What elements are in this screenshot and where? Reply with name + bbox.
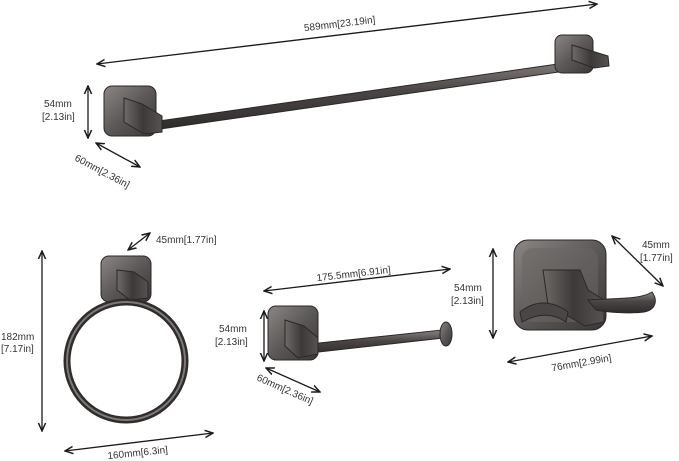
towel-bar-height-mm: 54mm bbox=[44, 99, 72, 110]
paper-holder-end-cap bbox=[439, 321, 453, 347]
robe-hook: 54mm [2.13in] 45mm [1.77in] 76mm[2.99in] bbox=[451, 236, 673, 374]
towel-bar-depth-arrow bbox=[96, 143, 140, 167]
towel-bar-height-in: [2.13in] bbox=[42, 112, 75, 123]
towel-ring-height-in: [7.17in] bbox=[1, 344, 34, 355]
towel-bar: 589mm[23.19in] 54mm [2.13in] 60mm[2.36in… bbox=[42, 4, 610, 191]
towel-ring: 45mm[1.77in] 182mm [7.17in] 160mm[6.3in] bbox=[1, 233, 217, 461]
robe-hook-upper-arm bbox=[587, 291, 656, 314]
paper-holder: 175.5mm[6.91in] 54mm [2.13in] 60mm[2.36i… bbox=[215, 265, 453, 408]
paper-holder-depth-arrow bbox=[266, 368, 320, 392]
towel-bar-left-bracket bbox=[123, 97, 163, 135]
towel-bar-right-bracket bbox=[571, 44, 610, 69]
robe-hook-lower-arm bbox=[519, 302, 569, 323]
towel-ring-width-label: 160mm[6.3in] bbox=[107, 445, 169, 461]
paper-holder-depth-label: 60mm[2.36in] bbox=[255, 373, 315, 408]
towel-ring-bracket bbox=[116, 269, 149, 301]
paper-holder-length-arrow bbox=[264, 269, 450, 291]
paper-holder-height-mm: 54mm bbox=[219, 324, 247, 335]
towel-bar-length-arrow bbox=[97, 4, 597, 64]
robe-hook-height-in: [2.13in] bbox=[451, 296, 484, 307]
paper-holder-rod bbox=[299, 329, 444, 355]
towel-bar-depth-label: 60mm[2.36in] bbox=[73, 153, 132, 191]
robe-hook-height-mm: 54mm bbox=[454, 283, 482, 294]
paper-holder-length-label: 175.5mm[6.91in] bbox=[316, 265, 391, 284]
paper-holder-height-in: [2.13in] bbox=[215, 337, 248, 348]
towel-ring-base-arrow bbox=[128, 233, 150, 250]
robe-hook-depth-mm: 45mm bbox=[642, 240, 670, 251]
towel-bar-rod bbox=[151, 57, 602, 131]
paper-holder-bracket bbox=[284, 319, 319, 359]
robe-hook-depth-arrow bbox=[612, 236, 663, 286]
towel-ring-height-mm: 182mm bbox=[1, 332, 34, 343]
robe-hook-depth-in: [1.77in] bbox=[640, 253, 673, 264]
robe-hook-width-arrow bbox=[508, 336, 652, 362]
towel-ring-hoop-highlight bbox=[66, 301, 186, 421]
robe-hook-width-label: 76mm[2.99in] bbox=[551, 353, 613, 374]
towel-ring-base-label: 45mm[1.77in] bbox=[156, 235, 217, 246]
towel-ring-width-arrow bbox=[65, 433, 213, 451]
